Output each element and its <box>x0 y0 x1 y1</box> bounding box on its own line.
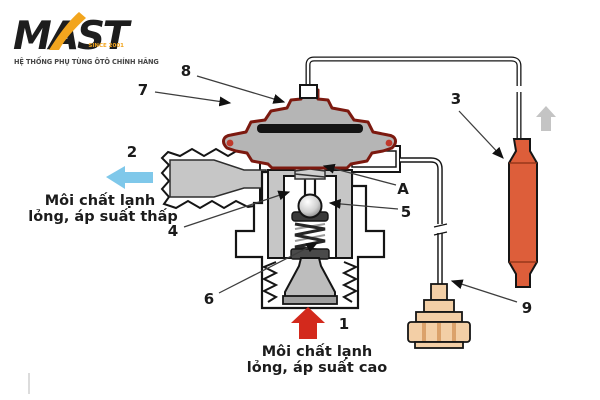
scan-artifact <box>28 373 30 394</box>
superheat-spring <box>294 222 326 253</box>
inlet-label-line1: Môi chất lạnh <box>262 343 373 360</box>
dome-edge-right <box>385 139 393 147</box>
inlet-port <box>282 257 338 305</box>
callout-8: 8 <box>181 62 191 80</box>
leader-lines <box>154 75 518 303</box>
leader-4 <box>183 190 291 228</box>
outlet-port <box>160 147 267 210</box>
inlet-flow-arrow-icon <box>291 307 325 339</box>
callout-A: A <box>397 180 409 198</box>
callout-2: 2 <box>127 143 137 161</box>
equalizer-tube <box>400 157 448 285</box>
brand-tagline: HỆ THỐNG PHỤ TÙNG ÔTÔ CHÍNH HÃNG <box>14 56 159 66</box>
outlet-label-line2: lỏng, áp suất thấp <box>28 208 178 225</box>
thread-left <box>261 261 279 303</box>
ball-valve <box>297 193 323 219</box>
mast-logo: MAST SINCE 2001 HỆ THỐNG PHỤ TÙNG ÔTÔ CH… <box>13 12 159 66</box>
flow-text-labels: Môi chất lạnh lỏng, áp suất thấp Môi chấ… <box>28 192 387 376</box>
callout-7: 7 <box>138 81 148 99</box>
pin-gap <box>304 176 316 199</box>
capillary-tube <box>305 56 522 138</box>
callout-labels: 1 2 3 4 5 6 7 8 9 A <box>127 62 532 333</box>
leader-9 <box>450 279 518 303</box>
leader-7 <box>154 91 232 107</box>
outlet-label-line1: Môi chất lạnh <box>45 192 156 209</box>
outlet-flow-arrow-icon <box>106 166 153 189</box>
tube-break-mark <box>433 223 448 236</box>
leader-5 <box>328 198 399 210</box>
valve-internals <box>290 176 330 260</box>
bulb-direction-arrow-icon <box>536 106 556 131</box>
callout-9: 9 <box>522 299 532 317</box>
leader-6 <box>218 242 319 294</box>
callout-5: 5 <box>401 203 411 221</box>
inlet-base <box>282 295 338 305</box>
capillary-connector <box>299 84 318 99</box>
brand-swoosh-icon <box>49 12 86 50</box>
diaphragm-housing <box>222 88 397 170</box>
callout-1: 1 <box>339 315 349 333</box>
callout-4: 4 <box>168 222 178 240</box>
brand-since: SINCE 2001 <box>88 43 124 49</box>
callout-3: 3 <box>451 90 461 108</box>
leader-8 <box>196 75 286 104</box>
dome-edge-left <box>226 139 234 147</box>
sensing-bulb <box>508 138 538 288</box>
leader-3 <box>458 110 504 159</box>
callout-6: 6 <box>204 290 214 308</box>
diaphragm-membrane <box>257 124 363 133</box>
thread-right <box>341 261 359 303</box>
inlet-label-line2: lỏng, áp suất cao <box>247 359 388 376</box>
leader-A <box>322 163 397 186</box>
equalizer-fitting <box>407 283 471 349</box>
